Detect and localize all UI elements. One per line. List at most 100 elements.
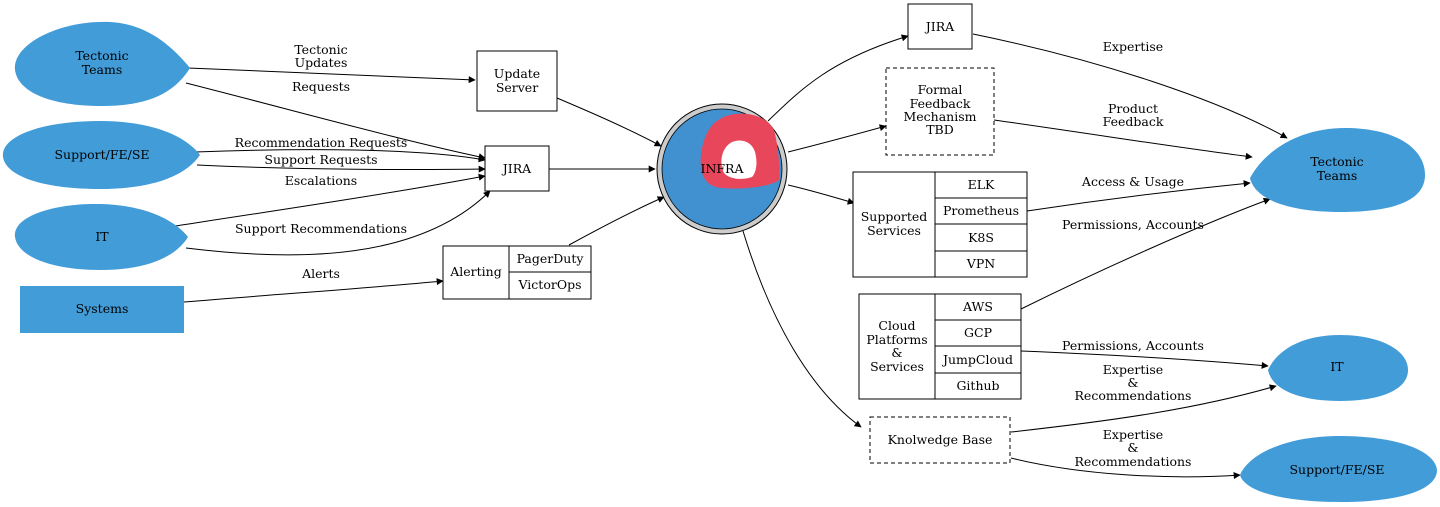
node-left-tectonic-teams: Tectonic Teams <box>14 21 190 107</box>
alert-tool-victorops: VictorOps <box>518 277 582 292</box>
label-expertise-recs-2c: Recommendations <box>1075 454 1192 469</box>
node-left-it: IT <box>14 203 188 270</box>
right-it-shape <box>1268 335 1408 401</box>
edge-infra-to-feedback <box>787 124 887 153</box>
cloud-jumpcloud: JumpCloud <box>941 352 1013 367</box>
label-expertise: Expertise <box>1103 39 1163 54</box>
label-expertise-recs-1b: & <box>1127 375 1138 390</box>
alert-tool-pagerduty: PagerDuty <box>517 251 585 266</box>
knowledge-base-box <box>869 416 1011 464</box>
label-tectonic-updates-1: Tectonic <box>294 42 347 57</box>
formal-feedback-box <box>885 67 995 156</box>
formal-feedback-label-4: TBD <box>926 122 954 137</box>
label-requests: Requests <box>292 79 350 94</box>
edge-infra-to-services <box>787 184 855 205</box>
edges <box>174 33 1288 479</box>
edge-jira-to-tectonic <box>972 33 1288 139</box>
label-product-feedback-1: Product <box>1108 101 1158 116</box>
edge-tectonic-to-jira <box>185 82 486 161</box>
service-vpn: VPN <box>966 256 995 271</box>
left-it-shape <box>14 203 188 270</box>
node-update-server: Update Server <box>476 50 558 112</box>
right-support-shape <box>1240 436 1437 502</box>
edge-support-to-jira-requests <box>196 164 486 173</box>
label-escalations: Escalations <box>285 173 357 188</box>
left-tectonic-label-1: Tectonic <box>75 48 128 63</box>
edge-systems-to-alerting <box>183 278 444 303</box>
update-server-box <box>476 50 558 112</box>
cloud-platforms-label-2: Platforms <box>866 332 927 347</box>
edge-infra-to-jira <box>767 34 909 122</box>
label-alerts: Alerts <box>301 266 340 281</box>
jira-in-box <box>484 145 550 192</box>
cloud-github: Github <box>956 378 999 393</box>
infra-white-center <box>721 140 757 179</box>
node-right-tectonic-teams: Tectonic Teams <box>1250 128 1425 212</box>
label-product-feedback-2: Feedback <box>1103 114 1164 129</box>
edge-it-to-jira-escalations <box>174 173 486 227</box>
label-expertise-recs-2b: & <box>1127 440 1138 455</box>
service-elk: ELK <box>968 177 995 192</box>
formal-feedback-label-2: Feedback <box>910 96 971 111</box>
systems-label: Systems <box>76 301 129 316</box>
right-it-label: IT <box>1330 359 1344 374</box>
left-tectonic-label-2: Teams <box>82 62 123 77</box>
node-knowledge-base: Knolwedge Base <box>869 416 1011 464</box>
left-it-label: IT <box>95 229 109 244</box>
cloud-platforms-label-1: Cloud <box>878 318 915 333</box>
label-permissions-accounts-2: Permissions, Accounts <box>1062 338 1204 353</box>
edge-update-server-to-infra <box>556 97 662 147</box>
right-tectonic-label-1: Tectonic <box>1310 154 1363 169</box>
cloud-gcp: GCP <box>964 325 992 340</box>
edge-knowledge-base-to-support <box>1010 457 1241 479</box>
label-expertise-recs-2a: Expertise <box>1103 427 1163 442</box>
jira-in-label: JIRA <box>501 161 532 176</box>
label-expertise-recs-1c: Recommendations <box>1075 388 1192 403</box>
node-jira-out: JIRA <box>907 3 973 50</box>
cloud-platforms-label-4: Services <box>870 359 924 374</box>
edge-feedback-to-tectonic <box>993 119 1253 160</box>
left-support-label: Support/FE/SE <box>54 147 149 162</box>
label-recommendation-requests: Recommendation Requests <box>235 135 408 150</box>
node-formal-feedback: Formal Feedback Mechanism TBD <box>885 67 995 156</box>
node-right-it: IT <box>1268 335 1408 401</box>
node-cloud-platforms: Cloud Platforms & Services AWS GCP JumpC… <box>858 293 1022 400</box>
left-tectonic-shape <box>14 21 190 107</box>
node-supported-services: Supported Services ELK Prometheus K8S VP… <box>852 171 1028 278</box>
update-server-label-2: Server <box>496 80 538 95</box>
cloud-platforms-label-3: & <box>891 345 902 360</box>
supported-services-label-2: Services <box>867 223 921 238</box>
node-left-support: Support/FE/SE <box>2 121 201 189</box>
node-infra: INFRA <box>656 103 788 235</box>
cloud-aws: AWS <box>962 299 993 314</box>
label-expertise-recs-1a: Expertise <box>1103 362 1163 377</box>
edge-labels: Tectonic Updates Requests Recommendation… <box>235 39 1204 469</box>
edge-knowledge-base-to-it <box>1010 384 1277 433</box>
edge-cloud-to-it <box>1020 350 1269 369</box>
left-support-shape <box>2 121 201 189</box>
formal-feedback-label-1: Formal <box>918 82 963 97</box>
edge-alerting-to-infra <box>568 196 665 246</box>
edge-cloud-to-tectonic <box>1020 197 1271 310</box>
right-support-label: Support/FE/SE <box>1289 462 1384 477</box>
edge-it-to-jira-recommendations <box>185 190 491 256</box>
right-tectonic-shape <box>1250 128 1425 212</box>
node-systems: Systems <box>20 286 184 333</box>
edge-support-to-jira-recommendations <box>194 149 486 163</box>
alerting-label: Alerting <box>449 264 501 279</box>
node-jira-in: JIRA <box>484 145 550 192</box>
right-tectonic-label-2: Teams <box>1317 168 1358 183</box>
knowledge-base-label: Knolwedge Base <box>888 432 993 447</box>
formal-feedback-label-3: Mechanism <box>903 109 976 124</box>
supported-services-label-1: Supported <box>861 209 928 224</box>
service-k8s: K8S <box>968 230 994 245</box>
edge-services-to-tectonic <box>1026 180 1251 212</box>
node-right-support: Support/FE/SE <box>1240 436 1437 502</box>
label-support-requests: Support Requests <box>264 152 377 167</box>
label-support-recommendations: Support Recommendations <box>235 221 407 236</box>
infra-label: INFRA <box>701 161 745 176</box>
update-server-label-1: Update <box>494 66 540 81</box>
label-tectonic-updates-2: Updates <box>295 55 348 70</box>
jira-out-box <box>907 3 973 50</box>
label-access-usage: Access & Usage <box>1081 174 1184 189</box>
